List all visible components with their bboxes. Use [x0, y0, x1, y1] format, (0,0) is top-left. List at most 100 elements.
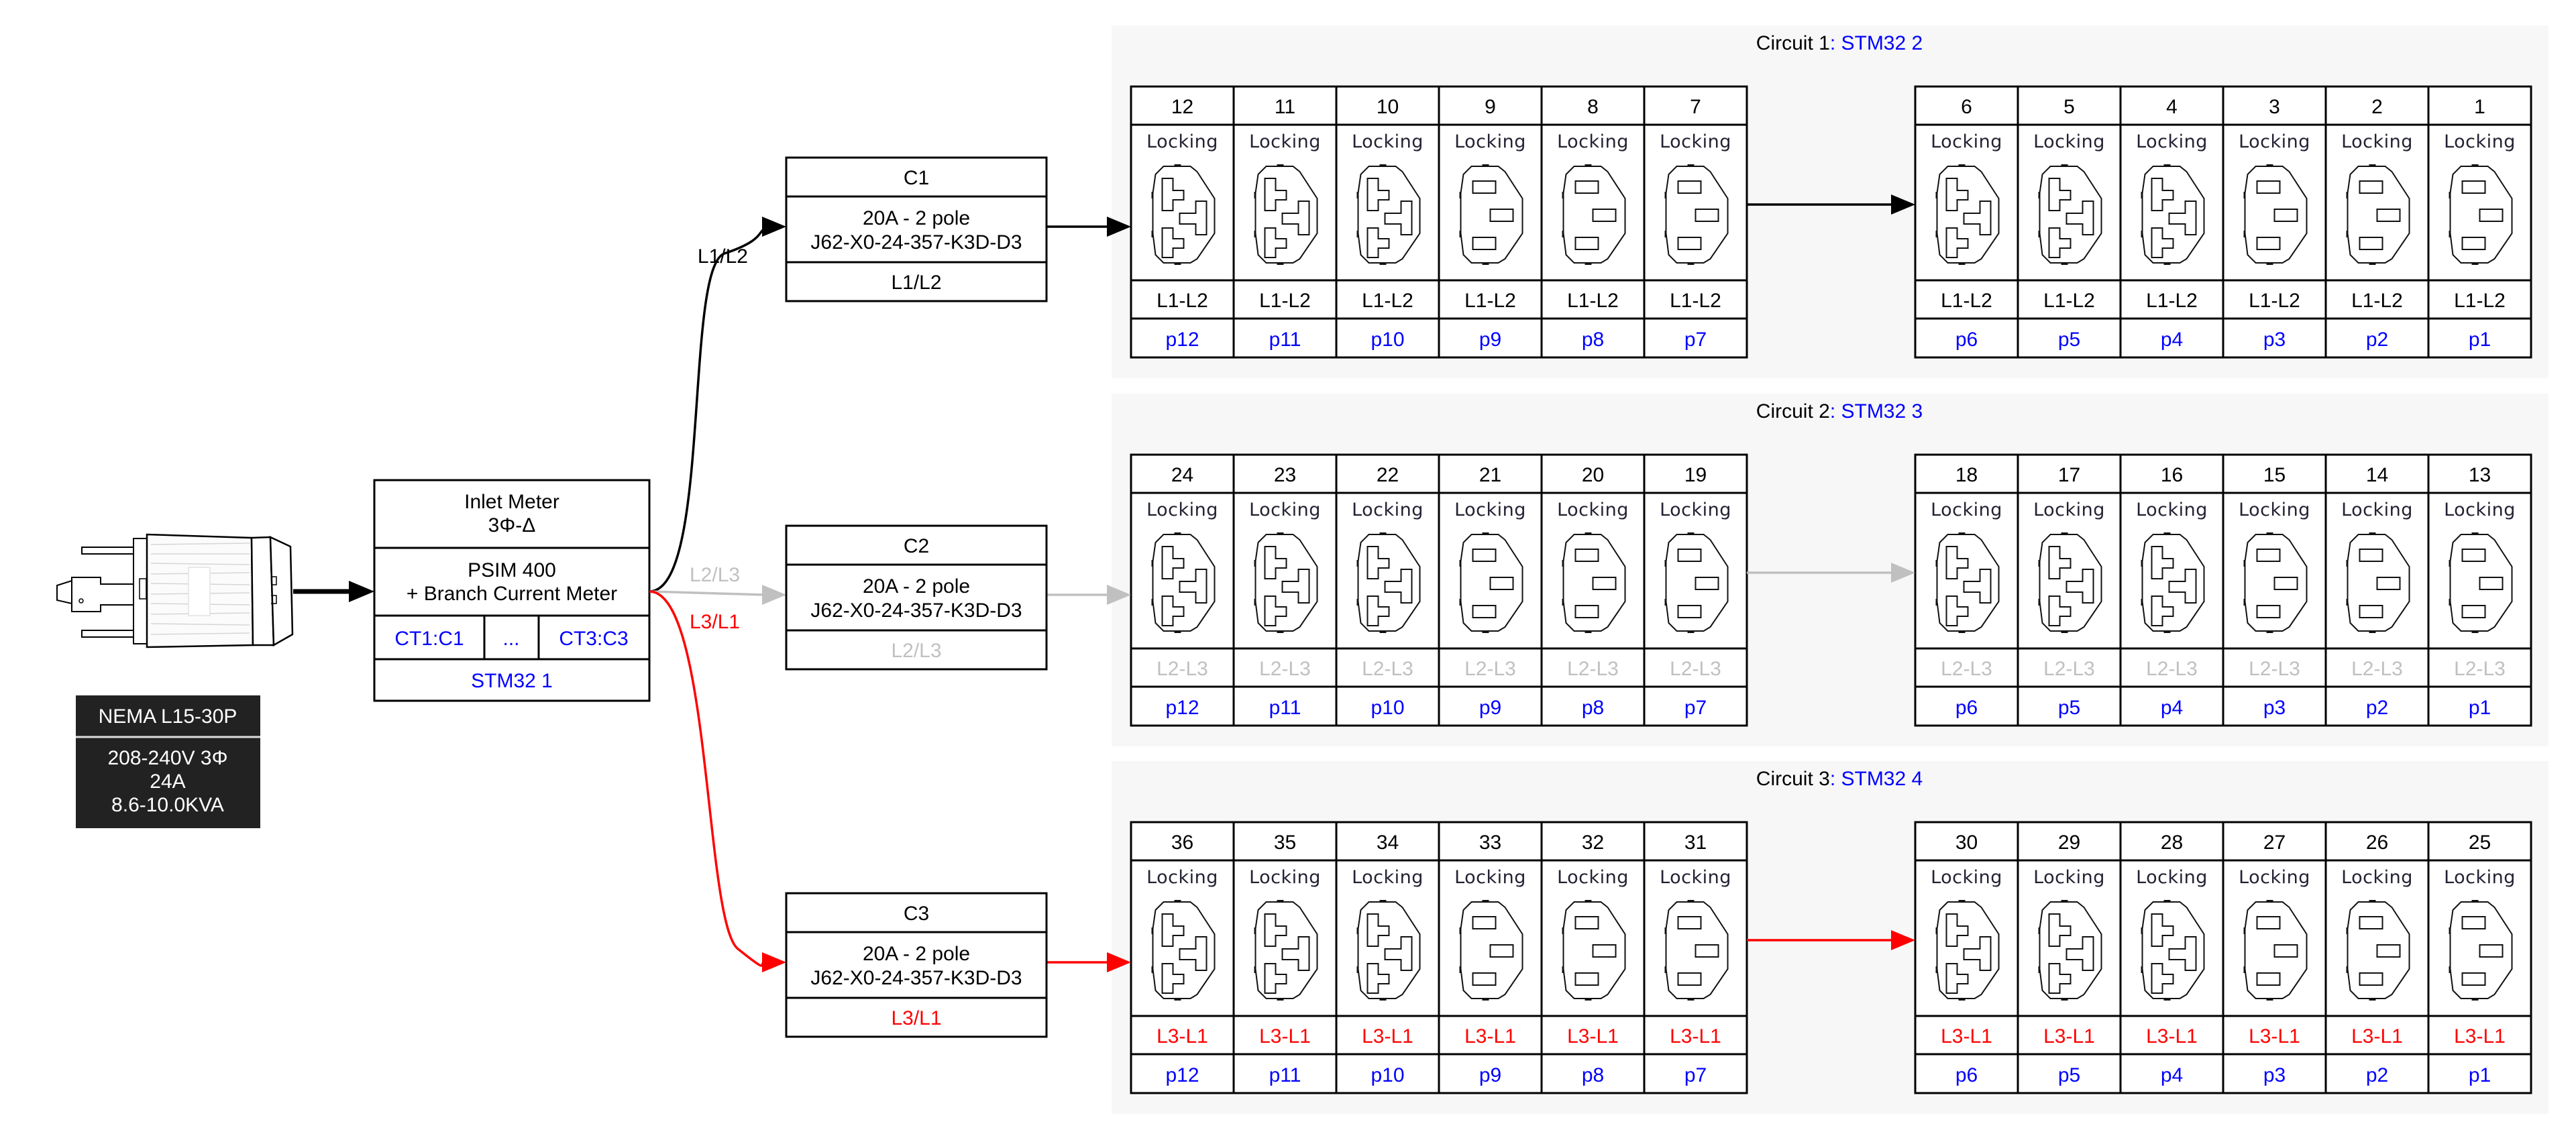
outlet-port-link[interactable]: p7	[1684, 1064, 1707, 1086]
outlet-port-link[interactable]: p5	[2058, 697, 2080, 719]
outlet-port-link[interactable]: p8	[1582, 329, 1604, 351]
outlet-phase-label: L3-L1	[1464, 1025, 1516, 1047]
outlet-port-link[interactable]: p2	[2366, 697, 2388, 719]
outlet-port-link[interactable]: p1	[2469, 697, 2491, 719]
circuit-controller-link[interactable]: : STM32 3	[1830, 400, 1923, 422]
outlet-port-link[interactable]: p2	[2366, 1064, 2388, 1086]
outlet-number: 35	[1274, 832, 1296, 854]
outlet-port-link[interactable]: p12	[1165, 697, 1199, 719]
outlet-port-link[interactable]: p9	[1479, 1064, 1501, 1086]
outlet-type-label: Locking	[2341, 131, 2413, 152]
outlet-port-link[interactable]: p4	[2161, 697, 2183, 719]
outlet-port-link[interactable]: p5	[2058, 1064, 2080, 1086]
outlet-port-link[interactable]: p12	[1165, 329, 1199, 351]
outlet-number: 12	[1171, 96, 1193, 118]
outlet-port-link[interactable]: p3	[2263, 1064, 2286, 1086]
outlet-port-link[interactable]: p11	[1269, 1064, 1301, 1086]
outlet-port-link[interactable]: p6	[1955, 697, 1978, 719]
outlet-port-link[interactable]: p3	[2263, 697, 2286, 719]
outlet-port-link[interactable]: p4	[2161, 1064, 2183, 1086]
meter-ct-3-link[interactable]: CT3:C3	[559, 628, 628, 650]
outlet-port-link[interactable]: p1	[2469, 1064, 2491, 1086]
outlet-type-label: Locking	[1146, 500, 1218, 520]
c13-receptacle-icon	[1664, 164, 1729, 265]
inlet-meter-node[interactable]: Inlet Meter 3Φ-Δ PSIM 400 + Branch Curre…	[373, 479, 651, 702]
outlet-number: 13	[2469, 464, 2491, 486]
outlet-port-link[interactable]: p3	[2263, 329, 2286, 351]
meter-ct-more-link[interactable]: ...	[502, 628, 519, 650]
outlet-port-link[interactable]: p10	[1371, 1064, 1404, 1086]
circuit-controller-link[interactable]: : STM32 2	[1830, 32, 1923, 54]
outlet-port-link[interactable]: p9	[1479, 697, 1501, 719]
meter-controller-link[interactable]: STM32 1	[471, 670, 553, 692]
edge-phase-label-2: L2/L3	[690, 564, 740, 586]
outlet-port-link[interactable]: p4	[2161, 329, 2183, 351]
outlet-port-link[interactable]: p7	[1684, 697, 1707, 719]
outlet-port-link[interactable]: p9	[1479, 329, 1501, 351]
outlet-port-link[interactable]: p6	[1955, 329, 1978, 351]
c19-receptacle-icon	[1254, 532, 1318, 633]
outlet-port-link[interactable]: p1	[2469, 329, 2491, 351]
outlet-port-link[interactable]: p11	[1269, 697, 1301, 719]
outlet-port-link[interactable]: p5	[2058, 329, 2080, 351]
outlet-phase-label: L2-L3	[1464, 658, 1516, 680]
outlet-phase-label: L1-L2	[2351, 290, 2403, 312]
outlet-port-link[interactable]: p2	[2366, 329, 2388, 351]
outlet-port-link[interactable]: p7	[1684, 329, 1707, 351]
outlet-port-link[interactable]: p10	[1371, 329, 1404, 351]
outlet-port-link[interactable]: p11	[1269, 329, 1301, 351]
outlet-port-link[interactable]: p10	[1371, 697, 1404, 719]
outlet-phase-label: L2-L3	[1259, 658, 1311, 680]
outlet-port-link[interactable]: p6	[1955, 1064, 1978, 1086]
circuit-controller-link[interactable]: : STM32 4	[1830, 768, 1923, 790]
breaker-phase: L1/L2	[891, 272, 941, 294]
outlet-number: 11	[1275, 96, 1295, 118]
outlet-port-link[interactable]: p8	[1582, 697, 1604, 719]
c13-receptacle-icon	[1664, 900, 1729, 1001]
outlet-port-link[interactable]: p12	[1165, 1064, 1199, 1086]
meter-ct-1-link[interactable]: CT1:C1	[394, 628, 464, 650]
nema-current: 24A	[150, 771, 185, 793]
outlet-port-link[interactable]: p8	[1582, 1064, 1604, 1086]
